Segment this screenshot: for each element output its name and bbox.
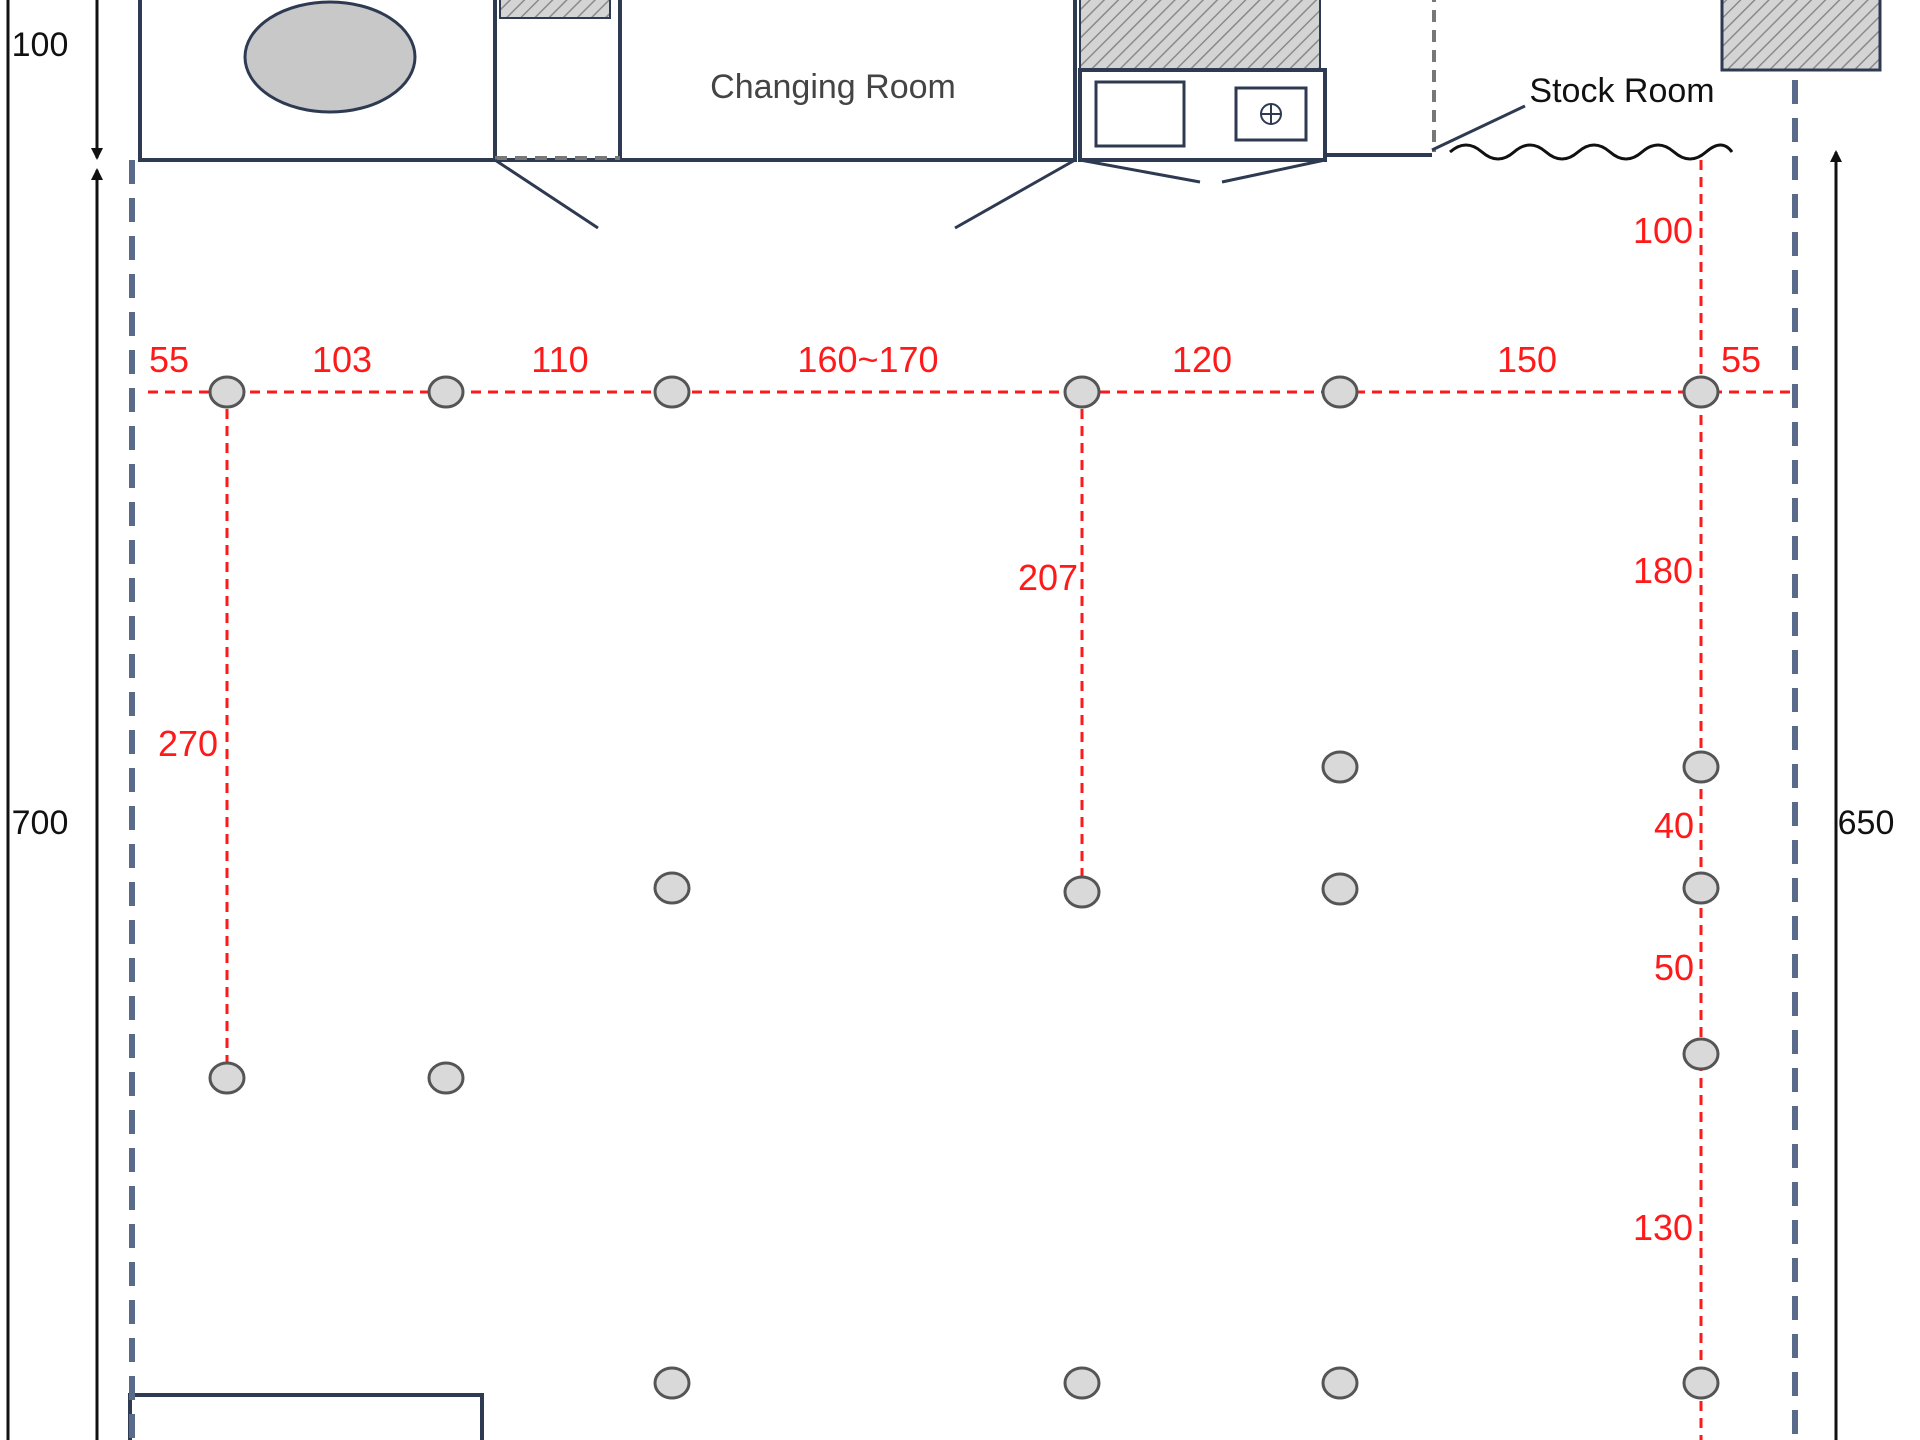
counter-box xyxy=(1078,68,1327,162)
posts xyxy=(208,375,1720,1400)
post-marker xyxy=(1321,872,1359,906)
post-marker xyxy=(1063,1366,1101,1400)
post-marker xyxy=(1321,375,1359,409)
bottom-counter xyxy=(128,1393,484,1440)
h-dim-1: 55 xyxy=(149,339,189,380)
v-dim-right-4: 130 xyxy=(1633,1207,1693,1248)
post-marker xyxy=(1682,750,1720,784)
v-dim-right-3: 50 xyxy=(1654,947,1694,988)
post-marker xyxy=(653,871,691,905)
storage-box xyxy=(493,0,622,162)
h-dim-3: 110 xyxy=(531,339,588,380)
post-marker xyxy=(427,1061,465,1095)
h-dim-4: 160~170 xyxy=(797,339,938,380)
h-dim-6: 150 xyxy=(1497,339,1557,380)
post-marker xyxy=(1063,875,1101,909)
post-marker xyxy=(653,375,691,409)
toilet-shape xyxy=(243,0,417,114)
dimension-arrows xyxy=(6,0,1842,1440)
v-dim-right-2: 40 xyxy=(1654,805,1694,846)
dim-left: 700 xyxy=(12,804,69,842)
walls xyxy=(128,0,1882,1440)
post-marker xyxy=(208,375,246,409)
door-swings xyxy=(494,104,1526,230)
right-pillar xyxy=(1720,0,1882,72)
post-marker xyxy=(1321,1366,1359,1400)
storage-shelf xyxy=(499,0,611,19)
red-dimension-lines xyxy=(148,160,1795,1440)
changing-room-box xyxy=(618,0,1077,162)
dim-right: 650 xyxy=(1838,804,1895,842)
post-marker xyxy=(1063,375,1101,409)
outer-boundary xyxy=(129,80,1798,1440)
dim-top-left: 100 xyxy=(12,26,69,64)
stove-shape xyxy=(1234,86,1308,142)
post-marker xyxy=(1682,1037,1720,1071)
stock-room-label: Stock Room xyxy=(1529,72,1714,110)
post-marker xyxy=(1682,375,1720,409)
counter-hatch xyxy=(1079,0,1321,71)
post-marker xyxy=(1321,750,1359,784)
v-dim-left: 270 xyxy=(158,723,218,764)
post-marker xyxy=(427,375,465,409)
sink-shape xyxy=(1094,80,1186,148)
h-dim-2: 103 xyxy=(312,339,372,380)
v-dim-right-1: 180 xyxy=(1633,550,1693,591)
post-marker xyxy=(653,1366,691,1400)
post-marker xyxy=(1682,1366,1720,1400)
curtain-wave xyxy=(1449,143,1734,161)
v-dim-right-top: 100 xyxy=(1633,210,1693,251)
post-marker xyxy=(1682,871,1720,905)
post-marker xyxy=(208,1061,246,1095)
changing-room-label: Changing Room xyxy=(710,68,956,106)
h-dim-5: 120 xyxy=(1172,339,1232,380)
h-dim-7: 55 xyxy=(1721,339,1761,380)
v-dim-middle: 207 xyxy=(1018,557,1078,598)
